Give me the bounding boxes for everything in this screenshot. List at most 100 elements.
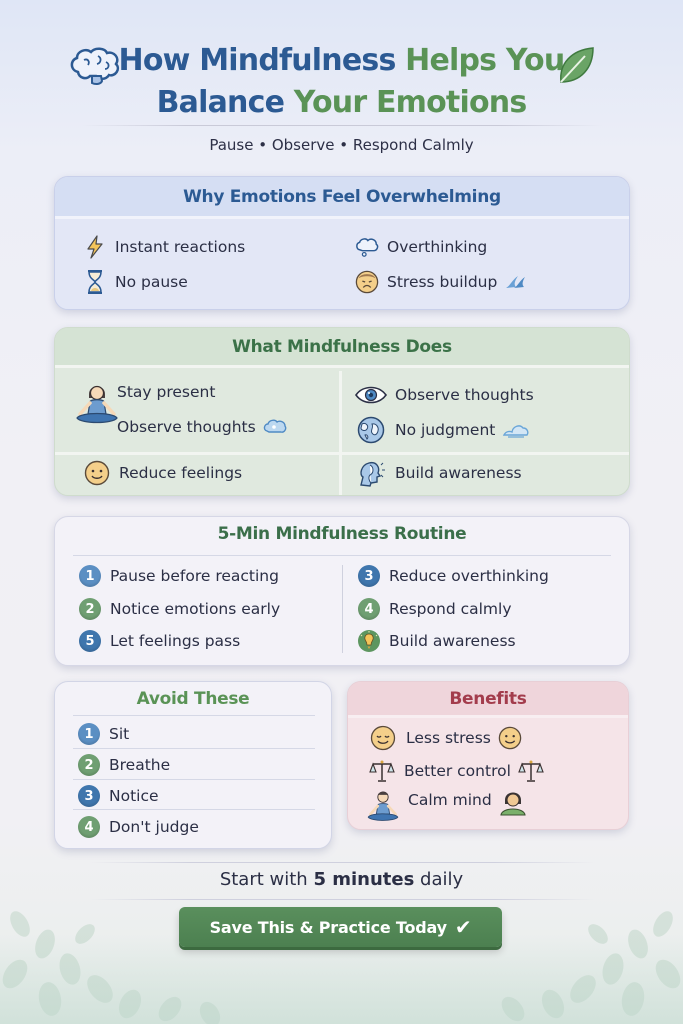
avoid-these-card: Avoid These 1 Sit 2 Breathe 3 Notice 4 D…: [54, 681, 332, 849]
footer-divider: [90, 899, 595, 900]
step-number-badge: 1: [78, 723, 100, 745]
why-emotions-card: Why Emotions Feel Overwhelming Instant r…: [54, 176, 630, 310]
button-label: Save This & Practice Today: [209, 917, 447, 937]
meditating-person-icon: [366, 789, 400, 823]
step-number-badge: 1: [79, 565, 101, 587]
stressed-face-icon: [355, 270, 379, 294]
tagline-emphasis: 5 minutes: [313, 869, 415, 890]
card-title: Benefits: [449, 688, 527, 709]
card-title: Avoid These: [136, 689, 250, 709]
step-number-badge: 3: [78, 785, 100, 807]
head-profile-icon: [355, 461, 387, 487]
item-label: Better control: [404, 762, 511, 780]
card-header: Why Emotions Feel Overwhelming: [55, 177, 629, 219]
title-part: Balance: [156, 85, 285, 120]
page-header: How Mindfulness Helps You Balance Your E…: [0, 40, 683, 124]
lightbulb-icon: [357, 629, 381, 653]
list-item: Build awareness: [355, 461, 522, 487]
list-item: Instant reactions: [83, 235, 245, 259]
list-item: Observe thoughts: [117, 418, 287, 436]
smiley-icon: [498, 726, 522, 750]
list-item: Overthinking: [355, 235, 487, 259]
item-label: Observe thoughts: [117, 418, 256, 436]
cloud-icon: [263, 418, 287, 436]
list-item: Less stress: [368, 725, 522, 751]
benefits-card: Benefits Less stress Better control Calm…: [347, 681, 629, 830]
mindfulness-routine-card: 5-Min Mindfulness Routine 1 Pause before…: [54, 516, 630, 666]
card-divider: [73, 555, 611, 556]
list-item: 1 Sit: [77, 722, 129, 746]
item-label: Notice: [109, 787, 159, 805]
title-line-2: Balance Your Emotions: [0, 82, 683, 124]
list-item: No judgment: [355, 416, 530, 444]
card-title: 5-Min Mindfulness Routine: [217, 524, 467, 544]
footer-tagline: Start with 5 minutes daily: [0, 869, 683, 890]
item-label: Notice emotions early: [110, 600, 281, 618]
step-number-badge: 2: [79, 598, 101, 620]
item-label: Less stress: [406, 729, 491, 747]
subtitle: Pause • Observe • Respond Calmly: [209, 136, 474, 154]
item-label: Reduce overthinking: [389, 567, 549, 585]
list-item: 2 Breathe: [77, 753, 170, 777]
list-item: Observe thoughts: [355, 383, 534, 407]
list-item: Stress buildup: [355, 270, 526, 294]
save-and-practice-button[interactable]: Save This & Practice Today ✔: [179, 907, 502, 947]
item-label: Let feelings pass: [110, 632, 241, 650]
step-number-badge: 5: [79, 630, 101, 652]
balance-scale-icon: [368, 759, 396, 783]
balance-scale-icon: [518, 759, 544, 783]
footer-divider: [90, 862, 595, 863]
card-header: Benefits: [348, 682, 628, 718]
card-title: Why Emotions Feel Overwhelming: [183, 186, 501, 207]
item-label: Overthinking: [387, 238, 488, 256]
checkmark-icon: ✔: [454, 915, 472, 939]
person-avatar-icon: [499, 788, 527, 816]
list-item: 1 Pause before reacting: [78, 564, 279, 588]
list-item: 4 Don't judge: [77, 815, 199, 839]
relaxed-face-icon: [368, 725, 398, 751]
tagline-text: Start with: [219, 869, 314, 890]
item-label: Stress buildup: [387, 273, 498, 291]
item-label: Build awareness: [389, 632, 516, 650]
item-label: Don't judge: [109, 818, 199, 836]
leaf-icon: [560, 47, 594, 83]
item-label: Instant reactions: [115, 238, 246, 256]
item-label: Calm mind: [408, 791, 492, 809]
title-line-1: How Mindfulness Helps You: [0, 40, 683, 82]
cloud-icon: [502, 421, 530, 439]
globe-icon: [355, 416, 387, 444]
item-label: No judgment: [395, 421, 496, 439]
row-divider: [73, 779, 315, 780]
list-item: Stay present: [117, 383, 215, 401]
list-item: 4 Respond calmly: [357, 597, 512, 621]
thought-cloud-icon: [355, 235, 379, 259]
list-item: 3 Reduce overthinking: [357, 564, 549, 588]
list-item: Build awareness: [357, 629, 516, 653]
header-divider: [82, 125, 602, 126]
item-label: Stay present: [117, 383, 216, 401]
wave-icon: [504, 274, 526, 290]
item-label: Pause before reacting: [110, 567, 279, 585]
item-label: Build awareness: [395, 464, 522, 482]
step-number-badge: 4: [78, 816, 100, 838]
row-divider: [73, 748, 315, 749]
grid-divider: [339, 371, 342, 495]
eye-icon: [355, 383, 387, 407]
lightning-icon: [83, 235, 107, 259]
what-mindfulness-does-card: What Mindfulness Does Stay present Obser…: [54, 327, 630, 496]
brain-icon: [70, 47, 120, 86]
card-divider: [73, 715, 315, 716]
list-item: Calm mind: [366, 789, 527, 823]
item-label: No pause: [115, 273, 188, 291]
list-item: No pause: [83, 270, 188, 294]
title-part: Your Emotions: [293, 85, 527, 120]
item-label: Observe thoughts: [395, 386, 534, 404]
card-title: What Mindfulness Does: [232, 336, 452, 357]
item-label: Reduce feelings: [119, 464, 243, 482]
item-label: Sit: [109, 725, 130, 743]
title-part: Helps You: [405, 43, 565, 78]
hourglass-icon: [83, 270, 107, 294]
list-item: Better control: [368, 759, 544, 783]
step-number-badge: 3: [358, 565, 380, 587]
grid-divider: [55, 452, 629, 455]
